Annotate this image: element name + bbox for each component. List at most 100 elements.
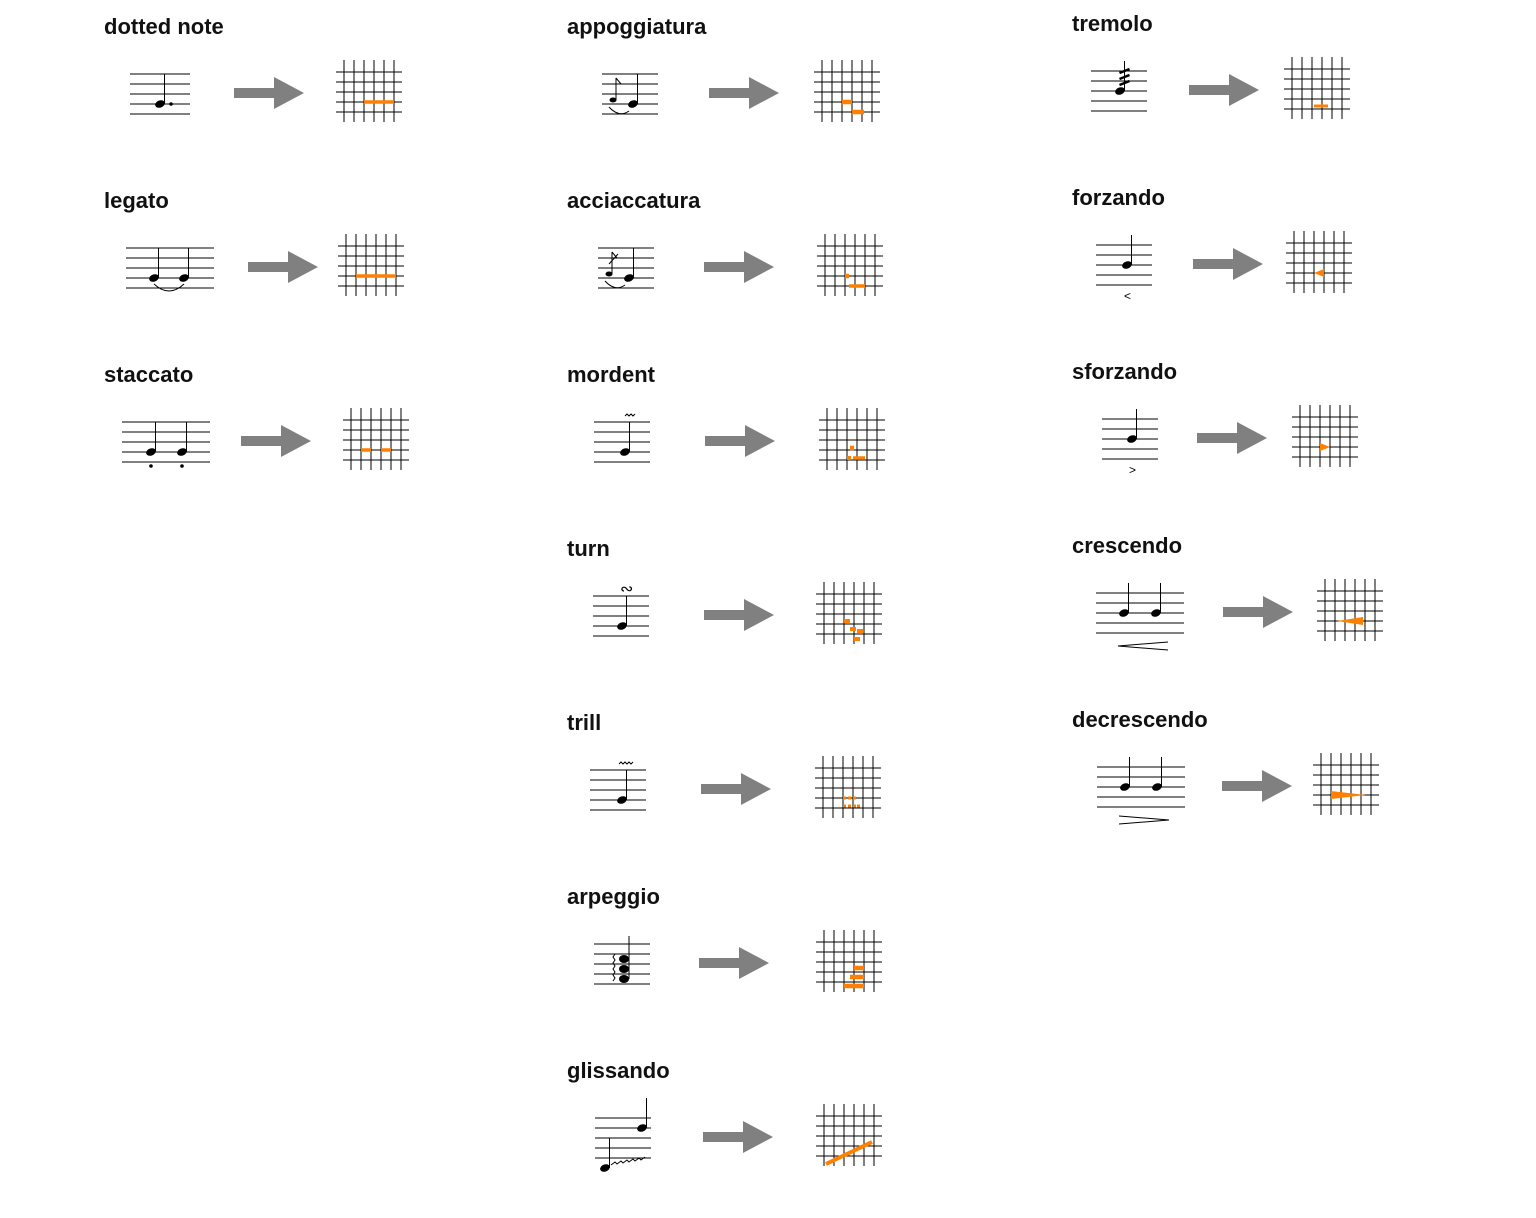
note-event xyxy=(848,804,851,808)
arrow-icon xyxy=(705,425,775,457)
arrow-icon xyxy=(1189,74,1259,106)
mapping-arpeggio: arpeggio xyxy=(567,884,927,1044)
piano-roll-grid xyxy=(1284,57,1350,119)
mapping-figure: ∾ xyxy=(593,581,882,644)
item-label: staccato xyxy=(104,362,194,387)
note-event xyxy=(852,109,864,115)
note-event xyxy=(843,804,846,808)
note-head xyxy=(1152,783,1162,791)
item-label: acciaccatura xyxy=(567,188,701,213)
dynamics-event xyxy=(1337,617,1363,625)
mapping-glissando: glissando xyxy=(567,1058,927,1218)
item-label: trill xyxy=(567,710,602,735)
note-event xyxy=(850,445,854,451)
note-event xyxy=(854,637,860,641)
arrow-icon xyxy=(241,425,311,457)
piano-roll-grid xyxy=(815,756,881,818)
note-head xyxy=(624,274,634,282)
item-label: appoggiatura xyxy=(567,14,707,39)
mapping-figure xyxy=(130,60,402,122)
music-staff: < xyxy=(1096,235,1152,303)
mordent-icon xyxy=(624,413,636,417)
staccato-dot xyxy=(180,464,184,468)
note-head xyxy=(617,796,627,804)
arrow-icon xyxy=(699,947,769,979)
piano-roll-grid xyxy=(1313,753,1379,815)
mapping-figure xyxy=(1096,579,1383,651)
item-label: arpeggio xyxy=(567,884,660,909)
tremolo-stroke xyxy=(1119,79,1130,87)
note-head xyxy=(149,274,159,282)
arrow-icon xyxy=(709,77,779,109)
dynamics-event xyxy=(1314,269,1324,277)
mapping-figure xyxy=(122,408,409,470)
note-event xyxy=(364,100,394,104)
mapping-dotted-note: dotted note xyxy=(104,14,464,174)
item-label: sforzando xyxy=(1072,359,1178,384)
music-staff xyxy=(595,1098,651,1172)
music-staff xyxy=(602,73,658,115)
mapping-figure xyxy=(1097,753,1379,825)
note-head xyxy=(1119,609,1129,617)
crescendo-hairpin xyxy=(1117,641,1169,651)
music-staff xyxy=(594,413,650,463)
note-event xyxy=(849,284,865,288)
note-head xyxy=(146,448,156,456)
note-event xyxy=(845,273,849,279)
item-label: glissando xyxy=(567,1058,670,1083)
piano-roll-grid xyxy=(336,60,402,122)
note-head xyxy=(637,1124,647,1132)
note-event xyxy=(1314,104,1328,108)
note-head xyxy=(619,975,629,983)
piano-roll-grid xyxy=(1286,231,1352,293)
grace-note xyxy=(605,271,613,277)
note-head xyxy=(617,622,627,630)
music-staff xyxy=(1097,757,1185,825)
note-event xyxy=(361,448,371,452)
piano-roll-grid xyxy=(343,408,409,470)
mapping-figure xyxy=(594,408,885,470)
turn-icon: ∾ xyxy=(620,581,633,598)
note-event xyxy=(844,619,850,623)
glissando-line xyxy=(610,1156,646,1166)
mapping-sforzando: sforzando > xyxy=(1072,359,1432,519)
piano-roll-grid xyxy=(816,1104,882,1166)
trill-icon xyxy=(618,761,634,765)
mapping-figure xyxy=(126,234,404,296)
music-staff xyxy=(590,761,646,811)
mapping-figure: < xyxy=(1096,231,1352,303)
piano-roll-grid xyxy=(1317,579,1383,641)
note-head xyxy=(1127,435,1137,443)
tremolo-stroke xyxy=(1119,67,1130,75)
music-staff xyxy=(130,73,190,115)
arrow-icon xyxy=(234,77,304,109)
mapping-legato: legato xyxy=(104,188,464,348)
note-event xyxy=(847,456,851,460)
arrow-icon xyxy=(1193,248,1263,280)
item-label: crescendo xyxy=(1072,533,1183,558)
note-event xyxy=(853,804,856,808)
note-head xyxy=(1122,261,1132,269)
item-label: legato xyxy=(104,188,169,213)
note-event xyxy=(356,274,396,278)
music-staff xyxy=(594,936,650,985)
arrow-icon xyxy=(703,1121,773,1153)
decrescendo-hairpin xyxy=(1118,815,1170,825)
note-event xyxy=(850,974,864,980)
mapping-tremolo: tremolo xyxy=(1072,11,1432,171)
piano-roll-grid xyxy=(1292,405,1358,467)
mapping-staccato: staccato xyxy=(104,362,464,522)
music-staff xyxy=(126,247,214,292)
note-head xyxy=(628,100,638,108)
accent-mark: < xyxy=(1124,289,1131,303)
mapping-figure: > xyxy=(1102,405,1358,477)
note-head xyxy=(600,1164,610,1172)
mapping-forzando: forzando< xyxy=(1072,185,1432,345)
grace-slash xyxy=(608,253,619,265)
staccato-dot xyxy=(149,464,153,468)
note-event xyxy=(853,796,856,800)
note-head xyxy=(1120,783,1130,791)
note-event xyxy=(854,965,864,971)
piano-roll-grid xyxy=(817,234,883,296)
accent-mark: > xyxy=(1129,463,1136,477)
